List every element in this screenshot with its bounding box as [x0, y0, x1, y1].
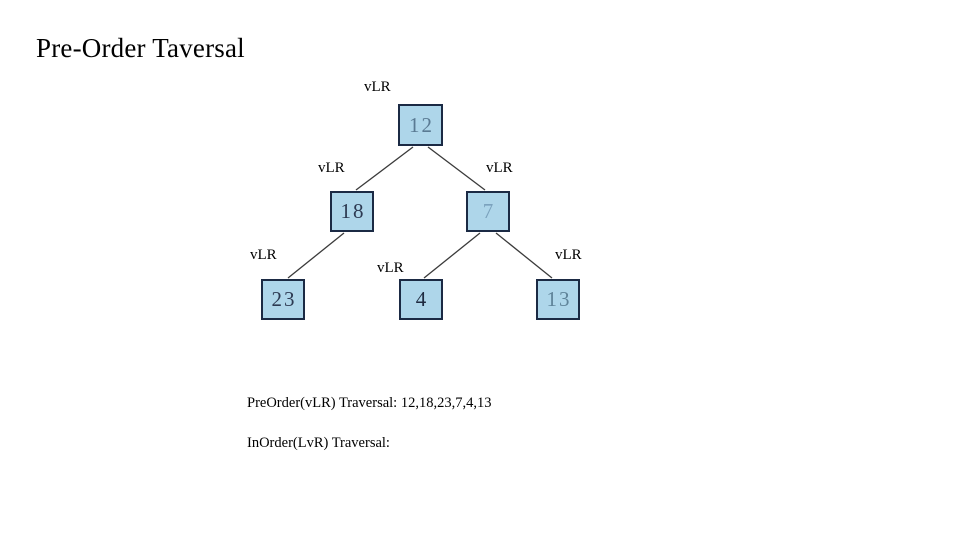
vlr-label-12: vLR — [364, 79, 391, 95]
tree-edge — [355, 146, 414, 191]
tree-node-7[interactable]: 7 — [466, 191, 510, 232]
traversal-line-preorder: PreOrder(vLR) Traversal: 12,18,23,7,4,13 — [247, 395, 492, 411]
vlr-label-7: vLR — [486, 160, 513, 176]
tree-node-value: 13 — [546, 287, 572, 311]
tree-edge — [423, 232, 481, 279]
tree-node-13[interactable]: 13 — [536, 279, 580, 320]
tree-node-value: 18 — [340, 199, 366, 223]
tree-edge — [427, 146, 486, 191]
tree-node-value: 12 — [409, 112, 434, 137]
vlr-label-18: vLR — [318, 160, 345, 176]
tree-node-4[interactable]: 4 — [399, 279, 443, 320]
tree-node-value: 23 — [271, 287, 297, 311]
tree-node-value: 7 — [482, 199, 496, 223]
tree-node-23[interactable]: 23 — [261, 279, 305, 320]
tree-edge — [495, 232, 553, 279]
vlr-label-13: vLR — [555, 247, 582, 263]
page-title: Pre-Order Taversal — [36, 33, 245, 63]
tree-edge — [287, 232, 345, 279]
tree-node-18[interactable]: 18 — [330, 191, 374, 232]
traversal-line-inorder: InOrder(LvR) Traversal: — [247, 435, 390, 451]
vlr-label-4: vLR — [377, 260, 404, 276]
tree-node-value: 4 — [415, 287, 429, 311]
tree-node-12[interactable]: 12 — [398, 104, 443, 146]
vlr-label-23: vLR — [250, 247, 277, 263]
